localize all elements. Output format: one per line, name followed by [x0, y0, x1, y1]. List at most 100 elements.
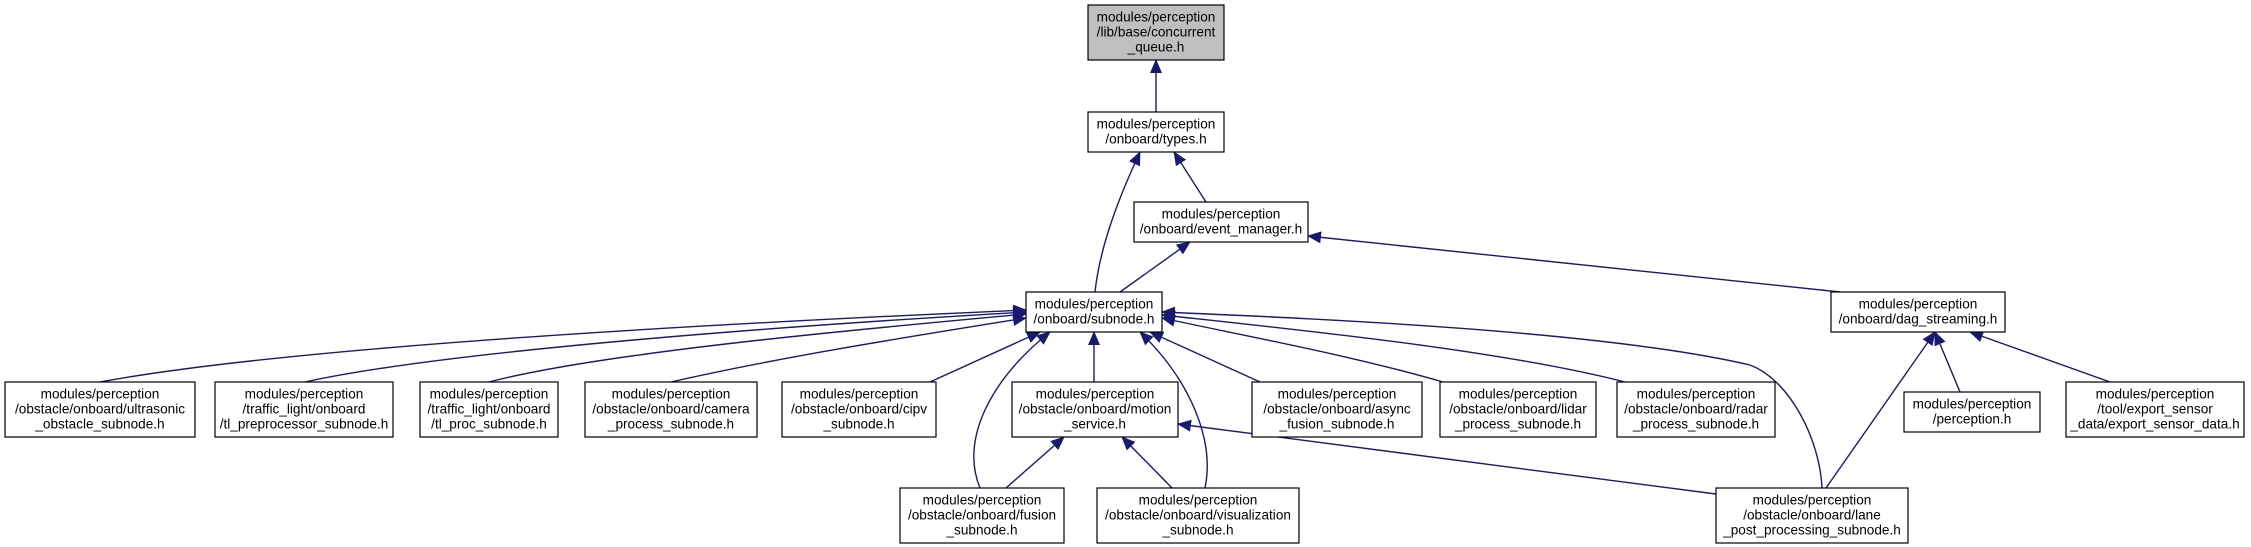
node-label-line: _queue.h [1127, 40, 1185, 55]
node-label-line: /traffic_light/onboard [428, 402, 551, 417]
node-label-line: modules/perception [1162, 207, 1281, 222]
edge-visualization-to-subnode [1139, 331, 1208, 489]
node-label-line: modules/perception [612, 387, 731, 402]
edge-subnode-to-types [1094, 151, 1141, 293]
node-label-line: _subnode.h [822, 417, 894, 432]
node-label-line: modules/perception [1859, 297, 1978, 312]
node-label-line: modules/perception [923, 493, 1042, 508]
node-fusion-subnode[interactable]: modules/perception/obstacle/onboard/fusi… [899, 487, 1065, 544]
node-label-line: modules/perception [1459, 387, 1578, 402]
node-box [1087, 4, 1225, 61]
edge-camera_process-to-subnode [670, 314, 1027, 383]
node-label-line: modules/perception [2096, 387, 2215, 402]
node-lidar-process[interactable]: modules/perception/obstacle/onboard/lida… [1439, 381, 1597, 438]
node-label-line: modules/perception [41, 387, 160, 402]
node-label-line: _process_subnode.h [1632, 417, 1759, 432]
node-label-line: _process_subnode.h [607, 417, 734, 432]
node-label-line: _fusion_subnode.h [1279, 417, 1395, 432]
node-box [1903, 391, 2041, 433]
node-label-line: /lib/base/concurrent [1097, 25, 1216, 40]
node-radar-process[interactable]: modules/perception/obstacle/onboard/rada… [1616, 381, 1776, 438]
node-label-line: modules/perception [430, 387, 549, 402]
edge-tl_proc-to-subnode [488, 309, 1027, 383]
node-types[interactable]: modules/perception/onboard/types.h [1087, 111, 1225, 153]
node-subnode[interactable]: modules/perception/onboard/subnode.h [1025, 291, 1163, 333]
node-event-manager[interactable]: modules/perception/onboard/event_manager… [1133, 201, 1309, 243]
node-perception-h[interactable]: modules/perception/perception.h [1903, 391, 2041, 433]
node-label-line: _obstacle_subnode.h [34, 417, 164, 432]
node-tl-proc[interactable]: modules/perception/traffic_light/onboard… [419, 381, 559, 438]
node-dag-streaming[interactable]: modules/perception/onboard/dag_streaming… [1830, 291, 2006, 333]
edge-radar_process-to-subnode [1161, 310, 1626, 383]
edge-ultrasonic-to-subnode [99, 304, 1027, 383]
edge-cipv-to-subnode [929, 331, 1041, 383]
node-box [214, 381, 394, 438]
node-box [1096, 487, 1300, 544]
node-label-line: modules/perception [1913, 397, 2032, 412]
node-box [1025, 291, 1163, 333]
node-label-line: /tl_proc_subnode.h [431, 417, 547, 432]
edge-tl_preprocessor-to-subnode [304, 306, 1027, 383]
node-label-line: /obstacle/onboard/ultrasonic [15, 402, 185, 417]
node-box [1439, 381, 1597, 438]
edge-lane_post-to-subnode [1161, 306, 1823, 489]
node-label-line: modules/perception [1637, 387, 1756, 402]
node-label-line: /tl_preprocessor_subnode.h [220, 417, 389, 432]
node-label-line: /obstacle/onboard/radar [1624, 402, 1768, 417]
node-motion-service[interactable]: modules/perception/obstacle/onboard/moti… [1011, 381, 1179, 438]
node-label-line: _data/export_sensor_data.h [2069, 417, 2239, 432]
edge-visualization-to-motion_service [1121, 436, 1173, 489]
edge-fusion_subnode-to-motion_service [1005, 436, 1065, 489]
node-label-line: modules/perception [245, 387, 364, 402]
node-label-line: _subnode.h [1161, 523, 1233, 538]
node-async-fusion[interactable]: modules/perception/obstacle/onboard/asyn… [1251, 381, 1423, 438]
edge-lane_post-to-dag_streaming [1825, 331, 1936, 489]
node-box [781, 381, 937, 438]
node-label-line: _subnode.h [945, 523, 1017, 538]
node-box [1616, 381, 1776, 438]
node-camera-process[interactable]: modules/perception/obstacle/onboard/came… [584, 381, 758, 438]
node-label-line: /perception.h [1933, 412, 2012, 427]
node-label-line: _service.h [1063, 417, 1126, 432]
node-box [1011, 381, 1179, 438]
edge-perception_h-to-dag_streaming [1934, 331, 1961, 393]
node-label-line: /tool/export_sensor [2097, 402, 2213, 417]
node-lane-post[interactable]: modules/perception/obstacle/onboard/lane… [1715, 487, 1909, 544]
node-box [1251, 381, 1423, 438]
node-label-line: /obstacle/onboard/visualization [1105, 508, 1291, 523]
node-label-line: modules/perception [1753, 493, 1872, 508]
nodes: modules/perception/lib/base/concurrent_q… [4, 4, 2245, 544]
node-label-line: /onboard/dag_streaming.h [1839, 312, 1998, 327]
node-box [584, 381, 758, 438]
node-label-line: /onboard/subnode.h [1034, 312, 1155, 327]
node-label-line: /obstacle/onboard/async [1263, 402, 1411, 417]
node-box [1830, 291, 2006, 333]
node-label-line: modules/perception [1036, 387, 1155, 402]
node-label-line: /obstacle/onboard/camera [592, 402, 750, 417]
node-ultrasonic[interactable]: modules/perception/obstacle/onboard/ultr… [4, 381, 196, 438]
node-label-line: /obstacle/onboard/lane [1743, 508, 1881, 523]
node-label-line: /obstacle/onboard/motion [1019, 402, 1172, 417]
node-export-sensor[interactable]: modules/perception/tool/export_sensor_da… [2065, 381, 2245, 438]
node-tl-preprocessor[interactable]: modules/perception/traffic_light/onboard… [214, 381, 394, 438]
node-concurrent-queue[interactable]: modules/perception/lib/base/concurrent_q… [1087, 4, 1225, 61]
node-label-line: modules/perception [1097, 117, 1216, 132]
node-label-line: /obstacle/onboard/lidar [1449, 402, 1587, 417]
node-label-line: modules/perception [1139, 493, 1258, 508]
node-box [419, 381, 559, 438]
edge-export_sensor-to-dag_streaming [1969, 330, 2111, 383]
node-visualization[interactable]: modules/perception/obstacle/onboard/visu… [1096, 487, 1300, 544]
node-box [1715, 487, 1909, 544]
node-label-line: /obstacle/onboard/cipv [791, 402, 927, 417]
edge-dag_streaming-to-event_manager [1307, 231, 1841, 293]
edge-event_manager-to-types [1173, 151, 1207, 203]
node-label-line: /obstacle/onboard/fusion [908, 508, 1056, 523]
edge-async_fusion-to-subnode [1149, 331, 1261, 383]
node-box [1087, 111, 1225, 153]
node-label-line: /onboard/event_manager.h [1140, 222, 1303, 237]
edges [99, 59, 2111, 495]
node-label-line: modules/perception [1278, 387, 1397, 402]
node-cipv[interactable]: modules/perception/obstacle/onboard/cipv… [781, 381, 937, 438]
node-label-line: modules/perception [800, 387, 919, 402]
node-label-line: _process_subnode.h [1454, 417, 1581, 432]
